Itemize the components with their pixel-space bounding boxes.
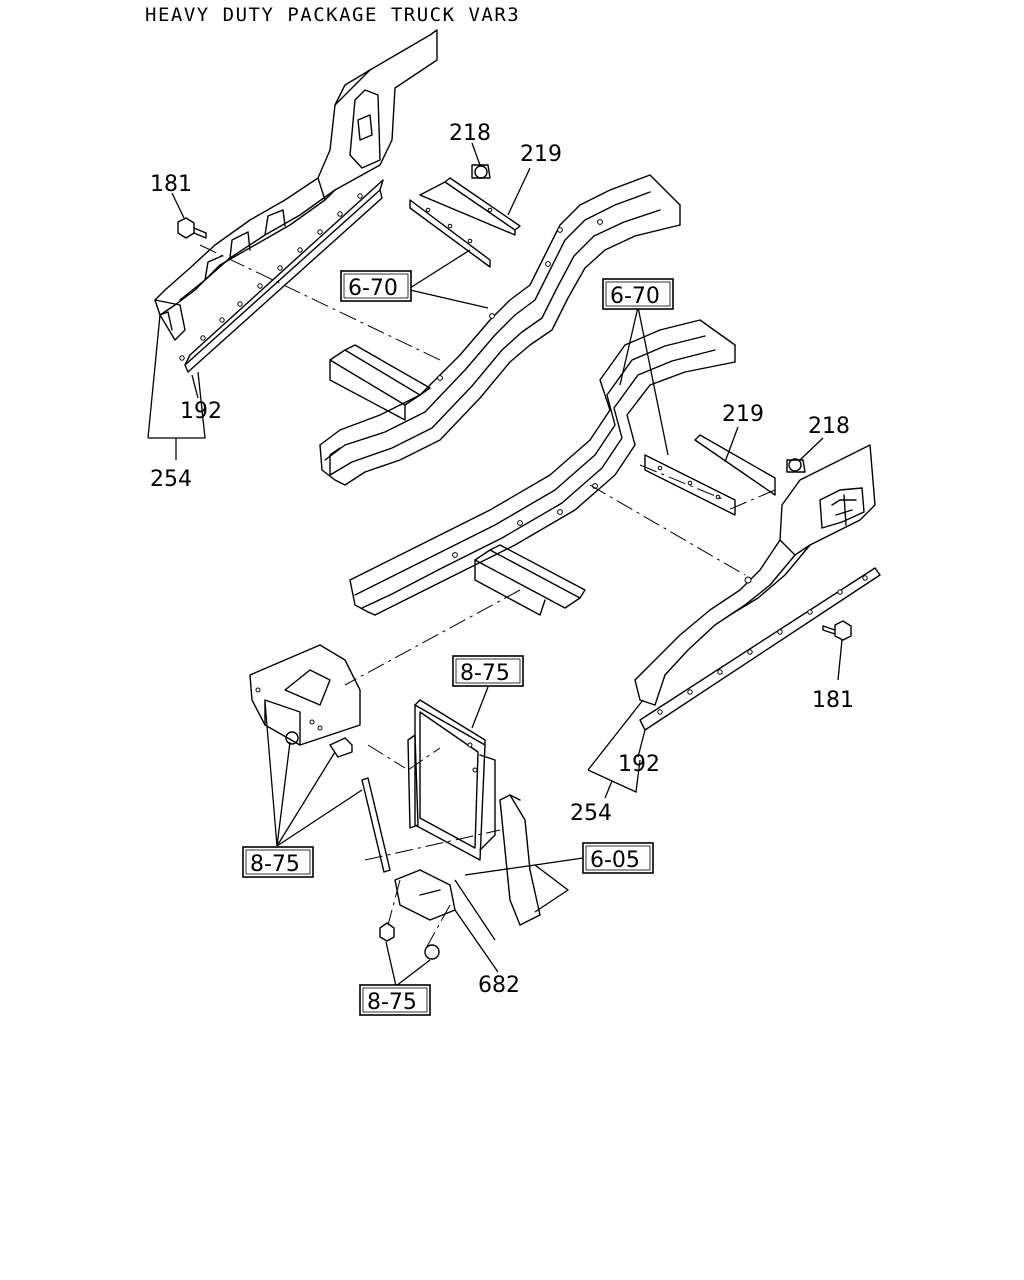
clip-218-top (471, 164, 491, 179)
lower-frame-rail (349, 319, 736, 616)
ref-875-left: 8-75 (250, 852, 300, 877)
ref-box-670-right[interactable]: 6-70 (602, 278, 674, 310)
top-support-bracket (249, 644, 361, 746)
callout-218-top: 218 (449, 121, 491, 146)
callout-192-right: 192 (618, 752, 660, 777)
ref-box-875-bottom[interactable]: 8-75 (359, 984, 431, 1016)
diagram-title: HEAVY DUTY PACKAGE TRUCK VAR3 (145, 4, 520, 26)
bolt-875-top (285, 731, 353, 758)
ref-box-670-left[interactable]: 6-70 (340, 270, 412, 302)
radiator-core (407, 699, 496, 861)
callout-192-left: 192 (180, 399, 222, 424)
callout-181-left: 181 (150, 172, 192, 197)
ref-box-875-left[interactable]: 8-75 (242, 846, 314, 878)
nut-875-bottom (379, 922, 440, 960)
bolt-181-right (822, 620, 852, 641)
callout-682: 682 (478, 973, 520, 998)
callout-218-right: 218 (808, 414, 850, 439)
plate-219-right (644, 434, 776, 516)
upper-frame-rail (319, 174, 681, 486)
callout-181-right: 181 (812, 688, 854, 713)
leader-lines (147, 142, 843, 987)
clip-218-right (786, 458, 806, 473)
ref-box-605[interactable]: 6-05 (582, 842, 654, 874)
right-frame-bracket (634, 444, 881, 731)
bolt-181-left (177, 217, 207, 239)
callout-254-left: 254 (150, 467, 192, 492)
ref-670-right: 6-70 (610, 284, 660, 309)
side-panel (499, 794, 541, 926)
left-frame-bracket (154, 29, 438, 373)
callout-219-top: 219 (520, 142, 562, 167)
ref-670-left: 6-70 (348, 276, 398, 301)
plate-219-top (409, 177, 521, 268)
ref-875-bottom: 8-75 (367, 990, 417, 1015)
callout-254-right: 254 (570, 801, 612, 826)
ref-box-875-top[interactable]: 8-75 (452, 655, 524, 687)
assembly-lines (199, 244, 776, 951)
callouts: 181 218 219 192 254 219 218 181 192 254 … (150, 121, 854, 998)
callout-219-right: 219 (722, 402, 764, 427)
ref-605: 6-05 (590, 848, 640, 873)
ref-875-top: 8-75 (460, 661, 510, 686)
stay-rod (361, 777, 391, 873)
